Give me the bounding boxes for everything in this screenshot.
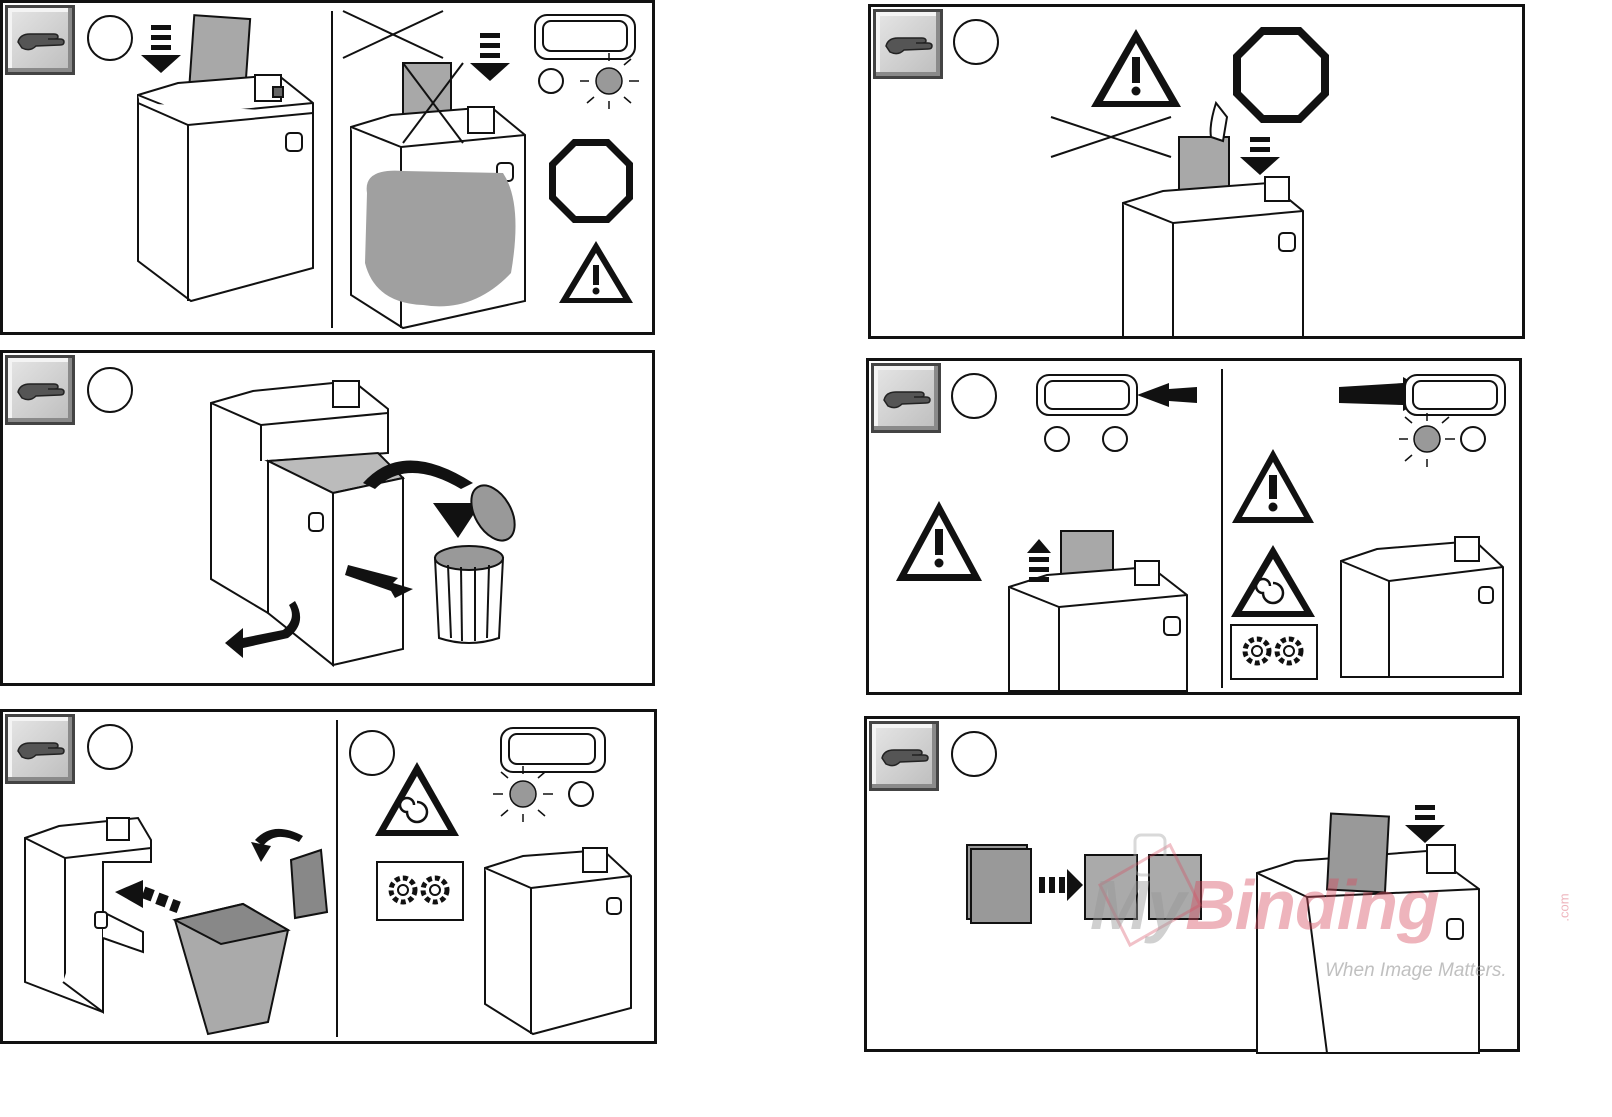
left-arrow-icon [1137,383,1197,407]
shredder-icon [211,381,403,665]
cross-out-mark [1051,117,1171,157]
display-panel-icon [535,15,635,59]
shredder-icon [485,848,631,1034]
waste-bin-icon [435,478,524,643]
indicator-led-icon [569,782,593,806]
watermark-suffix: .com [1557,893,1572,921]
gears-icon [377,862,463,920]
watermark: MyBinding .com When Image Matters. [1090,865,1580,1105]
display-panel-icon [501,728,605,772]
display-panel-icon [1037,375,1137,415]
down-arrow-icon [1240,137,1280,175]
panel-replace-bag [0,709,657,1044]
bag-icon [291,850,327,918]
shredder-icon [351,63,525,328]
warning-triangle-icon [896,501,982,581]
stop-octagon-icon [549,139,633,223]
shredder-icon [25,818,151,1012]
gears-icon [1231,625,1317,679]
right-arrow-icon [115,880,181,913]
down-arrow-icon [141,25,181,73]
replace-bag-illustration [3,712,660,1047]
indicator-led-icon [1461,427,1485,451]
down-arrow-icon [1405,805,1445,843]
shredder-icon [1123,103,1303,337]
paper-stack-icon [967,845,1031,923]
indicator-led-icon [493,766,553,822]
panel-empty-bin [0,350,655,686]
display-panel-icon [1405,375,1505,415]
panel-overload [866,358,1522,695]
empty-bin-illustration [3,353,658,689]
waste-bin-icon [175,904,288,1034]
watermark-tagline: When Image Matters. [1325,960,1507,982]
indicator-led-icon [580,53,639,109]
no-overfeed-illustration [871,7,1528,342]
stop-octagon-icon [1233,27,1329,123]
panel-feed-paper [0,0,655,335]
indicator-led-icon [1399,413,1455,467]
indicator-led-icon [1103,427,1127,451]
warning-triangle-icon [559,241,633,303]
warning-triangle-icon [1091,29,1181,107]
rotation-hazard-icon [1231,545,1315,617]
overload-illustration [869,361,1525,698]
shredder-icon [1009,531,1187,691]
right-arrow-icon [1039,869,1083,901]
panel-no-overfeed [868,4,1525,339]
watermark-brand: MyBinding [1090,865,1439,945]
warning-triangle-icon [1232,449,1314,523]
shredder-icon [1341,537,1503,677]
down-arrow-icon [470,33,510,81]
indicator-led-icon [539,69,563,93]
curved-arrow-icon [251,829,303,862]
feed-paper-illustration [3,3,658,338]
rotation-hazard-icon [375,762,459,836]
indicator-led-icon [1045,427,1069,451]
